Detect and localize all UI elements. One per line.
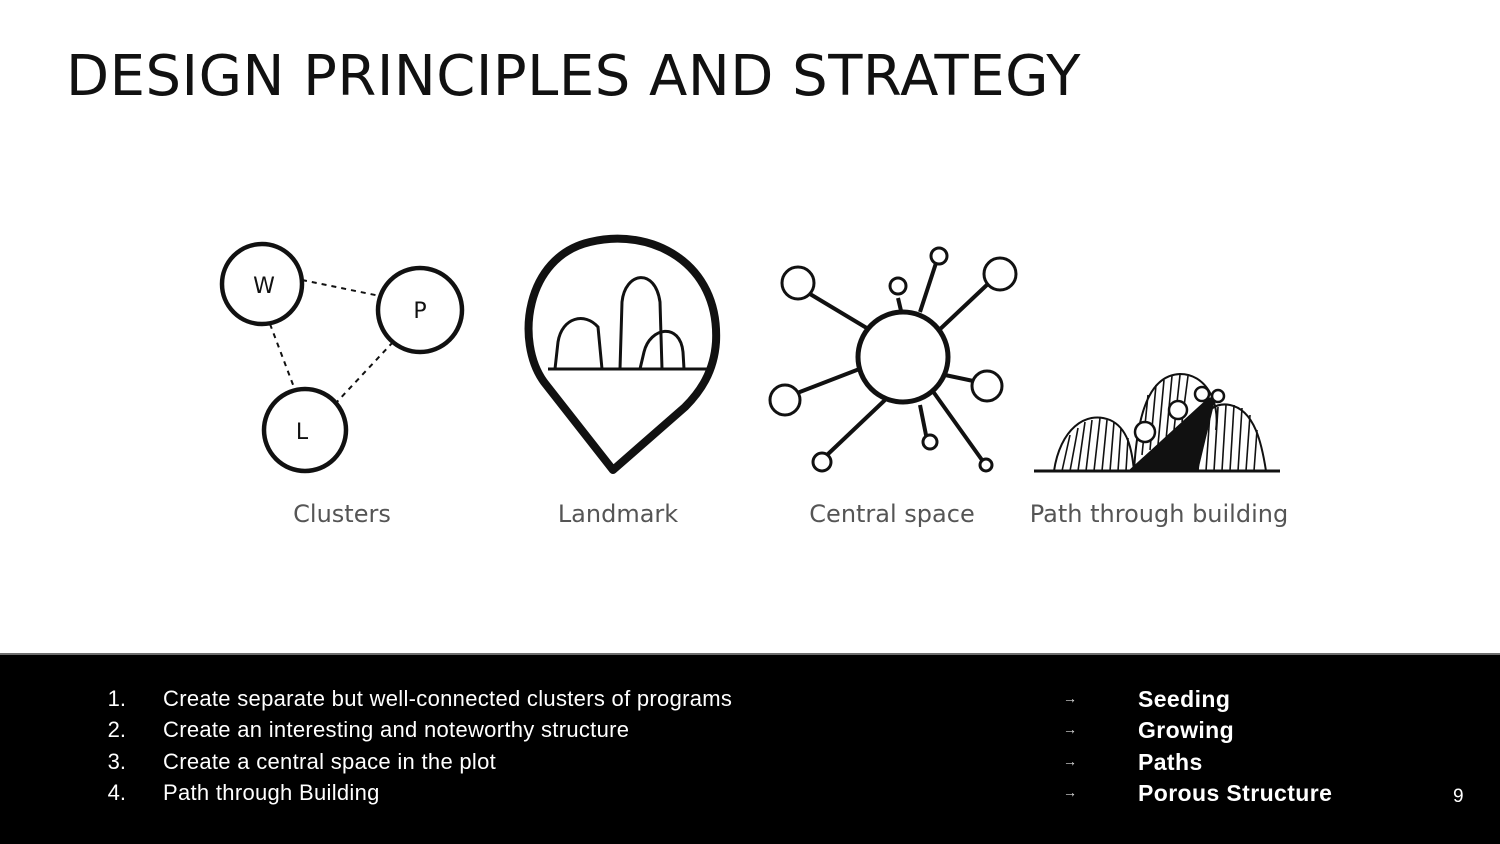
strategy-label: Porous Structure <box>1138 780 1333 806</box>
strategy-label: Growing <box>1138 717 1235 743</box>
cluster-node-p <box>375 265 465 355</box>
strategy-label: Seeding <box>1138 686 1231 712</box>
sketch-caption-central-space: Central space <box>809 500 975 528</box>
principles-band <box>0 653 1500 844</box>
clusters-sketch-icon: W P L <box>219 241 465 474</box>
central-space-sketch-icon <box>768 246 1018 473</box>
arrow-icon: → <box>1063 721 1077 737</box>
cluster-node-l <box>261 386 349 474</box>
arrow-icon: → <box>1063 753 1077 769</box>
page-number: 9 <box>1453 786 1464 807</box>
cluster-label-w: W <box>253 274 275 299</box>
strategy-label: Paths <box>1138 749 1203 775</box>
principle-text: Create a central space in the plot <box>163 749 497 774</box>
cluster-node-w <box>219 241 305 327</box>
principle-text: Create separate but well-connected clust… <box>163 686 733 711</box>
sketch-caption-landmark: Landmark <box>557 500 679 528</box>
principle-number: 2. <box>107 717 126 742</box>
principle-number: 3. <box>107 749 126 774</box>
arrow-icon: → <box>1063 690 1077 706</box>
cluster-label-l: L <box>296 420 309 445</box>
principle-number: 4. <box>107 780 126 805</box>
cluster-label-p: P <box>413 299 426 324</box>
sketch-caption-path-through-building: Path through building <box>1029 500 1289 528</box>
principle-number: 1. <box>107 686 126 711</box>
principle-text: Path through Building <box>163 780 380 805</box>
principle-text: Create an interesting and noteworthy str… <box>163 717 630 742</box>
sketch-caption-clusters: Clusters <box>293 500 391 528</box>
slide-title: DESIGN PRINCIPLES AND STRATEGY <box>66 44 1081 109</box>
path-through-building-sketch-icon <box>1034 372 1280 473</box>
arrow-icon: → <box>1063 784 1077 800</box>
landmark-pin-sketch-icon <box>524 234 721 474</box>
